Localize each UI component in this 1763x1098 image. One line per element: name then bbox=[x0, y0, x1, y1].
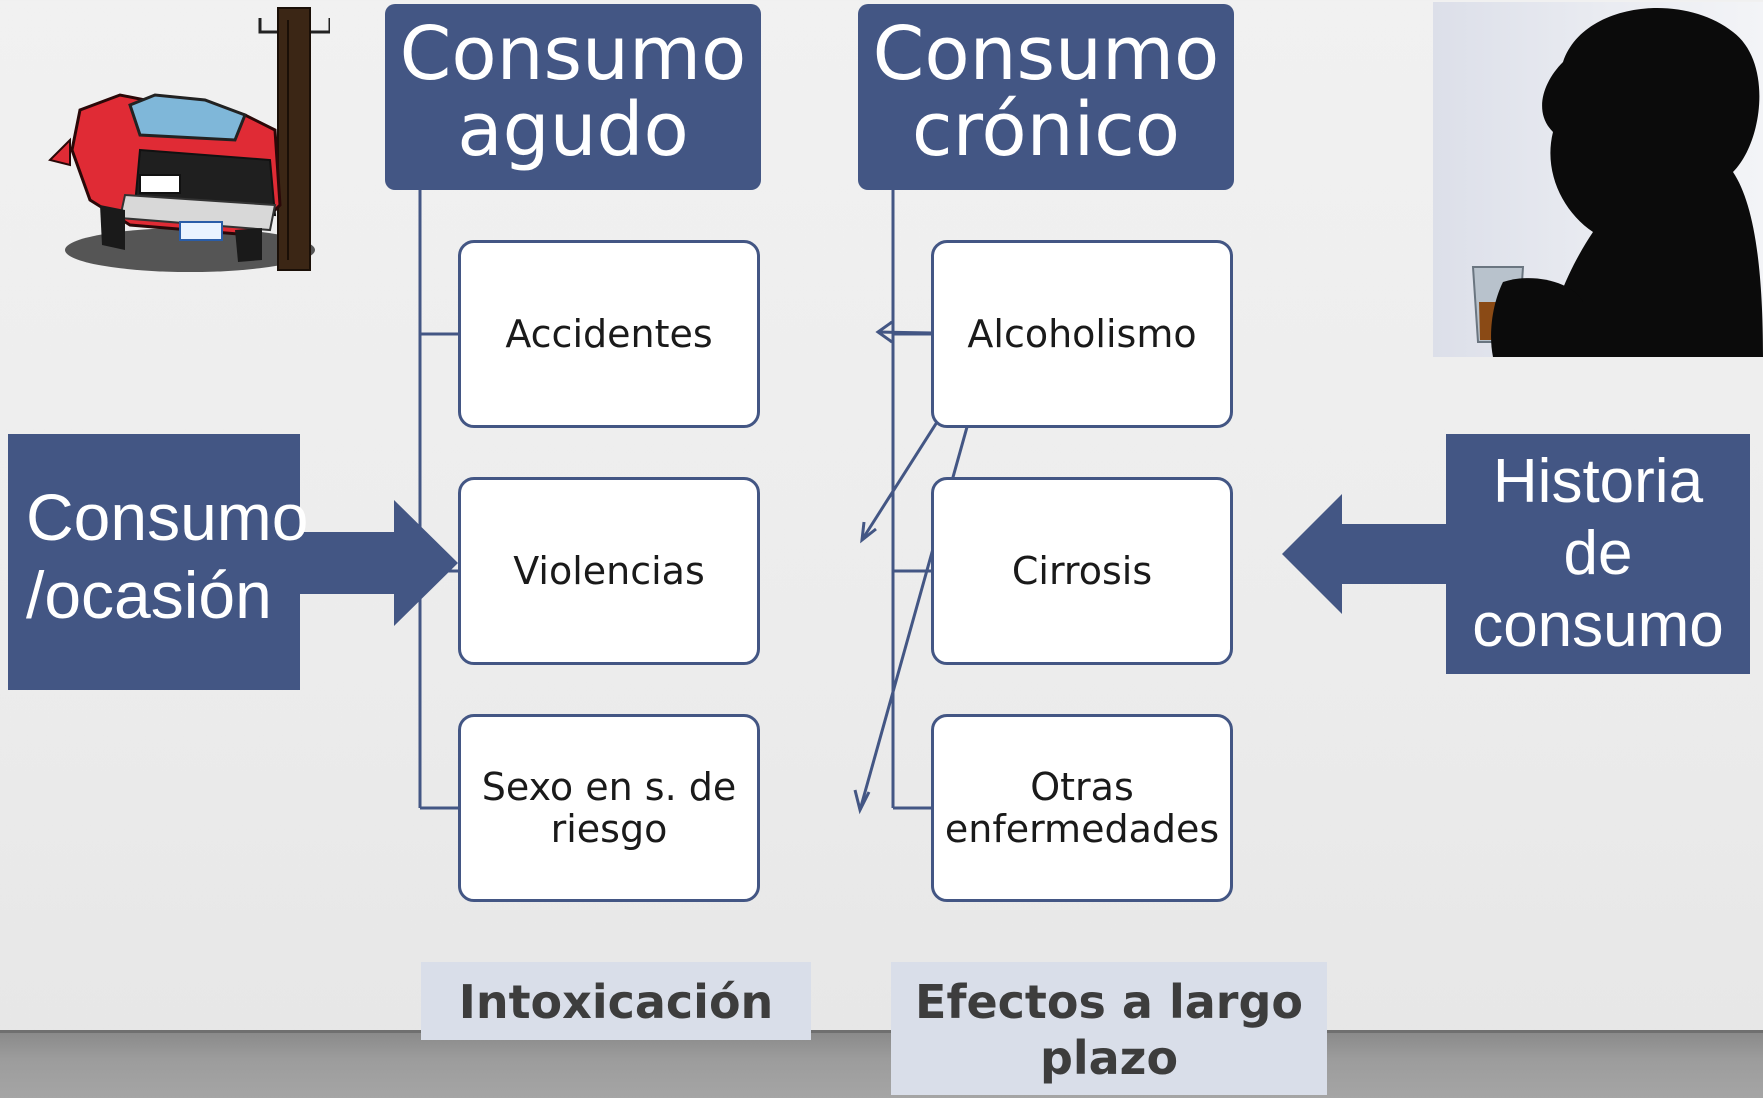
floor-background bbox=[0, 1030, 1763, 1098]
right-arrow-icon bbox=[298, 500, 458, 626]
box-historia-consumo: Historia de consumo bbox=[1446, 434, 1750, 674]
left-arrow-icon bbox=[1282, 494, 1448, 614]
box-alcoholismo: Alcoholismo bbox=[931, 240, 1233, 428]
silhouette-with-drink-photo bbox=[1433, 2, 1763, 357]
label-intoxicacion: Intoxicación bbox=[421, 962, 811, 1040]
header-consumo-cronico: Consumo crónico bbox=[858, 4, 1234, 190]
label-efectos-largo-plazo: Efectos a largo plazo bbox=[891, 962, 1327, 1095]
header-consumo-agudo: Consumo agudo bbox=[385, 4, 761, 190]
crashed-car-illustration bbox=[48, 7, 330, 272]
box-consumo-ocasion: Consumo /ocasión bbox=[8, 434, 308, 690]
box-otras-enfermedades: Otras enfermedades bbox=[931, 714, 1233, 902]
box-violencias: Violencias bbox=[458, 477, 760, 665]
box-sexo-riesgo: Sexo en s. de riesgo bbox=[458, 714, 760, 902]
box-cirrosis: Cirrosis bbox=[931, 477, 1233, 665]
box-accidentes: Accidentes bbox=[458, 240, 760, 428]
